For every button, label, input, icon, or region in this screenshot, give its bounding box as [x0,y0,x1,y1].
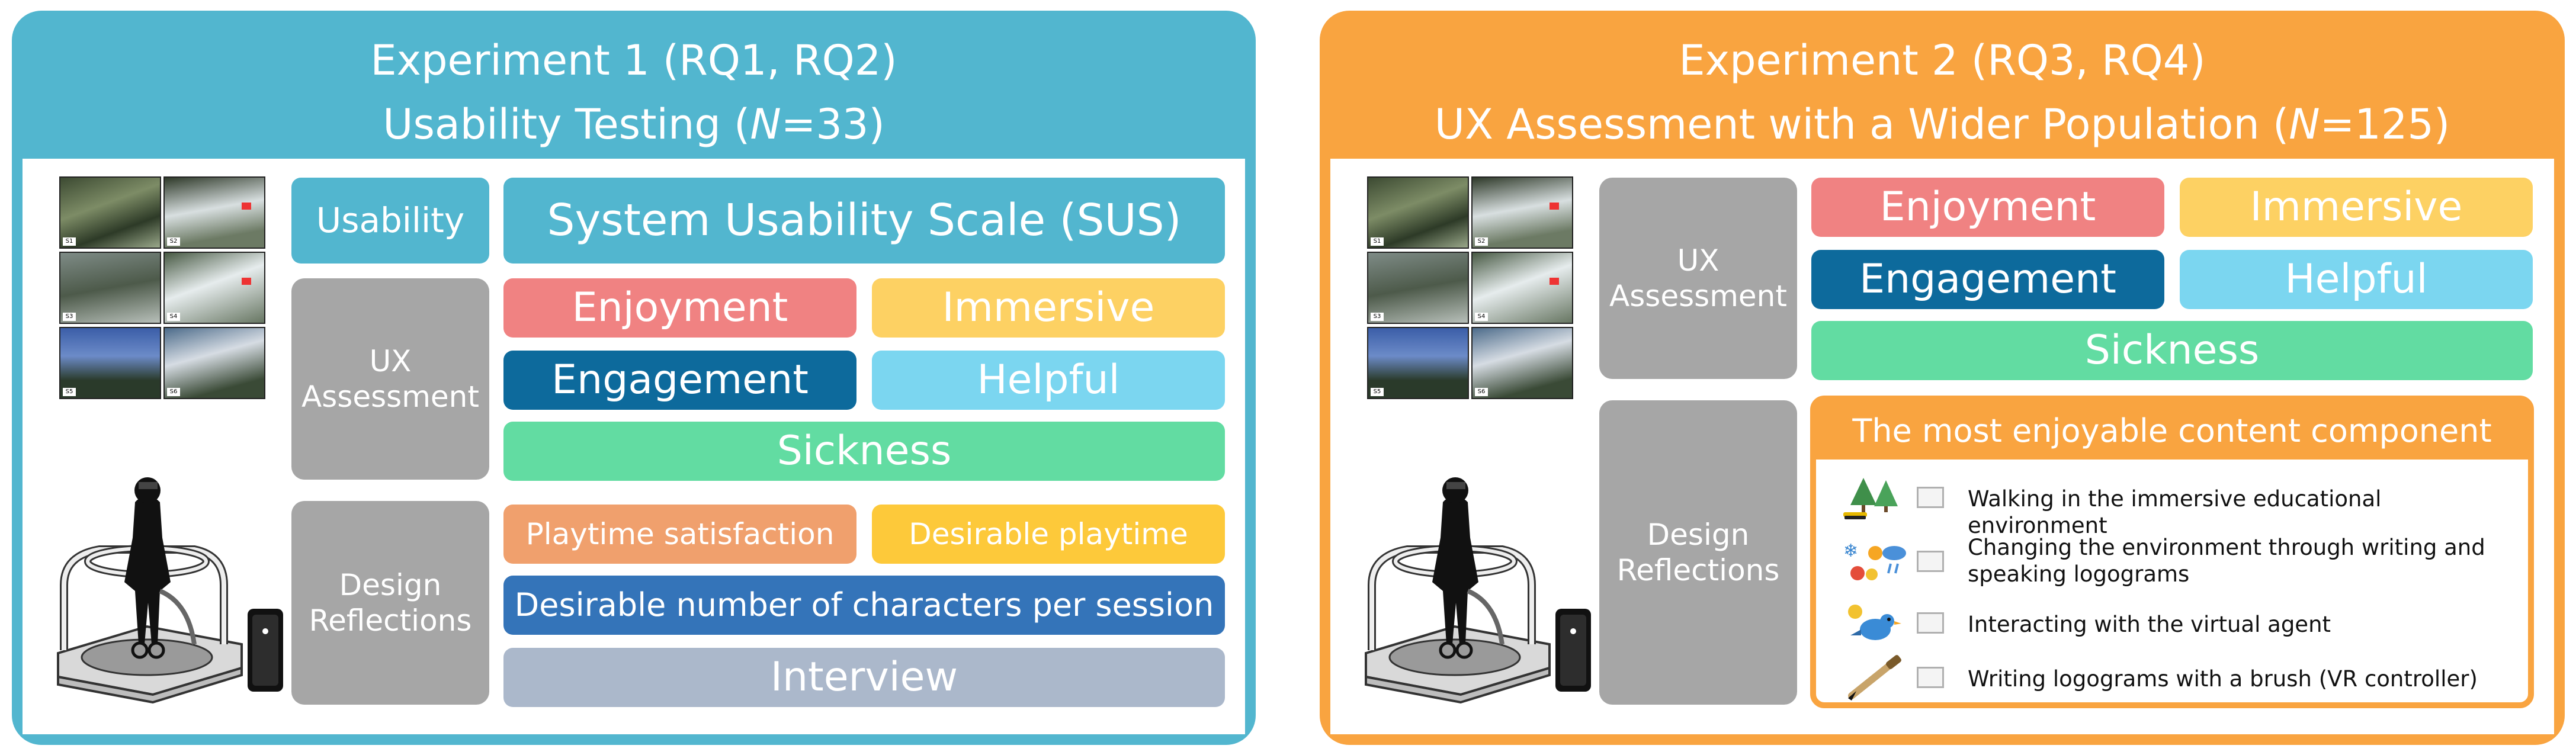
design-label-line2: Reflections [1616,553,1780,587]
component-label: Changing the environment through writing… [1968,534,2516,587]
vr-screenshot: S5 [59,327,161,399]
vr-screenshot: S6 [1471,327,1573,399]
component-label: Walking in the immersive educational env… [1968,486,2382,539]
immersive-measure: Immersive [872,278,1225,338]
experiment2-subtitle: UX Assessment with a Wider Population (N… [1320,92,2565,156]
helpful-measure: Helpful [872,351,1225,410]
experiment1-subtitle-suffix: =33) [781,100,885,149]
vr-screenshot: S2 [163,176,265,249]
experiment1-panel: Experiment 1 (RQ1, RQ2) Usability Testin… [12,11,1256,745]
experiment1-header: Experiment 1 (RQ1, RQ2) Usability Testin… [12,11,1256,159]
usability-category: Usability [291,178,489,264]
photo-label: S1 [1371,237,1384,246]
sickness-measure: Sickness [1811,321,2533,380]
design-label-line1: Design [339,568,442,602]
photo-label: S2 [167,237,180,246]
component-label: Writing logograms with a brush (VR contr… [1968,666,2478,692]
photo-label: S5 [1371,388,1384,396]
experiment2-subtitle-prefix: UX Assessment with a Wider Population ( [1434,100,2289,149]
trees-icon [1843,478,1898,519]
vr-screenshot: S3 [1367,252,1469,324]
weather-icon: ❄ [1843,541,1906,580]
sign-icon [1550,203,1559,210]
ux-label-line1: UX [1677,243,1720,278]
enjoyment-measure: Enjoyment [503,278,856,338]
helpful-measure: Helpful [2180,250,2533,309]
vr-screenshot: S6 [163,327,265,399]
experiment2-subtitle-n: N [2289,100,2320,149]
component-checkbox[interactable] [1917,487,1944,508]
bird-agent-icon [1848,605,1901,640]
svg-text:❄: ❄ [1843,541,1858,561]
ux-label-line1: UX [369,344,412,378]
vr-treadmill-illustration [57,477,283,704]
ux-label-line2: Assessment [301,380,479,414]
component-option[interactable]: ❄ Changing the environment through writi… [1816,529,2528,595]
sign-icon [242,203,251,210]
sign-icon [242,278,251,285]
immersive-measure: Immersive [2180,178,2533,237]
vr-screenshot: S5 [1367,327,1469,399]
sign-icon [1550,278,1559,285]
experiment1-subtitle-n: N [750,100,781,149]
component-option[interactable]: Walking in the immersive educational env… [1816,471,2528,538]
experiment2-panel: Experiment 2 (RQ3, RQ4) UX Assessment wi… [1320,11,2565,745]
component-option[interactable]: Writing logograms with a brush (VR contr… [1816,651,2528,705]
design-reflections-category: Design Reflections [291,501,489,705]
sickness-measure: Sickness [503,422,1225,481]
photo-label: S4 [1475,313,1488,321]
ux-assessment-category: UX Assessment [291,278,489,480]
experiment1-title: Experiment 1 (RQ1, RQ2) [370,36,897,85]
component-label-line2: speaking logograms [1968,561,2190,587]
component-checkbox[interactable] [1917,551,1944,572]
enjoyable-component-title: The most enjoyable content component [1816,401,2528,460]
engagement-measure: Engagement [503,351,856,410]
photo-label: S1 [63,237,76,246]
photo-label: S3 [1371,313,1384,321]
sus-measure: System Usability Scale (SUS) [503,178,1225,264]
vr-screenshot: S4 [1471,252,1573,324]
experiment1-subtitle: Usability Testing (N=33) [12,92,1256,156]
component-option[interactable]: Interacting with the virtual agent [1816,597,2528,650]
vr-treadmill-illustration [1365,477,1591,704]
vr-screenshot: S2 [1471,176,1573,249]
experiment2-body: S1 S2 S3 S4 S5 S6 UX Ass [1330,159,2554,734]
ux-assessment-category: UX Assessment [1599,178,1797,379]
experiment1-subtitle-prefix: Usability Testing ( [383,100,750,149]
photo-label: S4 [167,313,180,321]
experiment2-subtitle-suffix: =125) [2320,100,2450,149]
photo-label: S5 [63,388,76,396]
vr-screenshot: S1 [1367,176,1469,249]
ux-label-line2: Assessment [1609,279,1787,313]
photo-label: S3 [63,313,76,321]
playtime-satisfaction-measure: Playtime satisfaction [503,505,856,564]
component-label-line1: Changing the environment through writing… [1968,535,2485,560]
vr-screenshot: S4 [163,252,265,324]
experiment1-body: S1 S2 S3 S4 S5 S6 Usability [23,159,1245,734]
design-label-line2: Reflections [309,603,472,638]
enjoyment-measure: Enjoyment [1811,178,2164,237]
vr-screenshot: S3 [59,252,161,324]
component-checkbox[interactable] [1917,612,1944,634]
desirable-playtime-measure: Desirable playtime [872,505,1225,564]
engagement-measure: Engagement [1811,250,2164,309]
desirable-characters-measure: Desirable number of characters per sessi… [503,576,1225,635]
design-reflections-category: Design Reflections [1599,400,1797,705]
experiment2-title: Experiment 2 (RQ3, RQ4) [1679,36,2206,85]
component-checkbox[interactable] [1917,667,1944,688]
component-label: Interacting with the virtual agent [1968,612,2331,637]
enjoyable-component-panel: The most enjoyable content component Wal… [1810,396,2534,708]
photo-label: S2 [1475,237,1488,246]
design-label-line1: Design [1647,518,1750,552]
vr-screenshot: S1 [59,176,161,249]
brush-icon [1848,655,1901,701]
interview-measure: Interview [503,648,1225,707]
photo-label: S6 [1475,388,1488,396]
experiment2-header: Experiment 2 (RQ3, RQ4) UX Assessment wi… [1320,11,2565,159]
photo-label: S6 [167,388,180,396]
